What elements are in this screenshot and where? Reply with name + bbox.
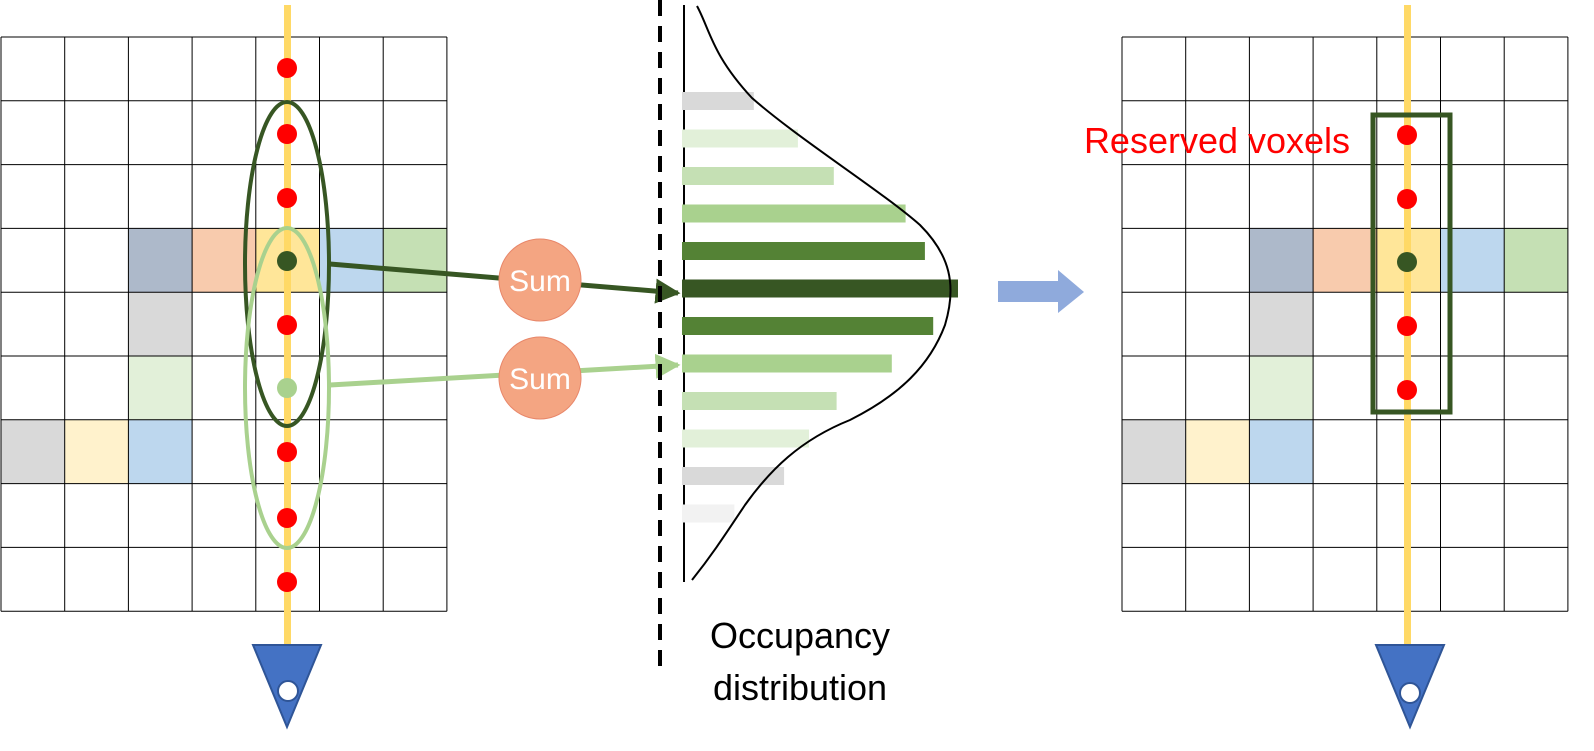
- distribution-label-line1: Occupancy: [710, 615, 890, 656]
- distribution-bar: [682, 129, 798, 148]
- reserved-point: [1397, 380, 1417, 400]
- distribution-bar: [682, 429, 809, 448]
- colored-voxel-cell: [128, 292, 193, 356]
- reserved-point: [1397, 316, 1417, 336]
- colored-voxel-cell: [1185, 419, 1250, 484]
- blue-right-arrow: [998, 270, 1084, 313]
- distribution-bar: [682, 467, 785, 485]
- reserved-voxels-box: [1370, 112, 1453, 415]
- left-grid-lines: [0, 36, 448, 612]
- sample-point: [277, 58, 297, 78]
- sample-point: [277, 572, 297, 592]
- colored-voxel-cell: [64, 419, 129, 484]
- sum-node-bottom-label: Sum: [509, 363, 571, 396]
- distribution-bar: [682, 354, 892, 373]
- distribution-label-line2: distribution: [713, 667, 887, 708]
- distribution-bar: [682, 204, 906, 223]
- distribution-bar: [682, 317, 934, 335]
- colored-voxel-cell: [1, 419, 65, 484]
- dark-green-sample-point: [277, 251, 297, 271]
- distribution-bar: [682, 392, 837, 410]
- distribution-bars: [682, 92, 958, 523]
- sample-point: [277, 315, 297, 335]
- sample-point: [277, 442, 297, 462]
- colored-voxel-cell: [1249, 292, 1314, 356]
- colored-voxel-cell: [1249, 419, 1314, 484]
- left-camera-icon: [251, 644, 323, 730]
- reserved-point: [1397, 125, 1417, 145]
- reserved-point: [1397, 189, 1417, 209]
- colored-voxel-cell: [128, 228, 193, 293]
- dark-green-ellipse: [243, 100, 331, 428]
- right-grid-lines: [1121, 36, 1569, 612]
- colored-voxel-cell: [1313, 228, 1377, 293]
- distribution-bar: [682, 504, 735, 523]
- colored-voxel-cell: [383, 228, 447, 293]
- distribution-curve: [691, 5, 952, 581]
- sample-point: [277, 124, 297, 144]
- distribution-bar: [682, 279, 958, 298]
- right-ray-samples: [1397, 125, 1417, 400]
- distribution-bar: [682, 92, 754, 110]
- reserved-dark-green-point: [1397, 252, 1417, 272]
- light-green-sample-point: [277, 378, 297, 398]
- colored-voxel-cell: [128, 356, 193, 420]
- sample-point: [277, 188, 297, 208]
- distribution-bar: [682, 242, 925, 260]
- left-voxel-grid: [0, 36, 448, 612]
- colored-voxel-cell: [128, 419, 193, 484]
- colored-voxel-cell: [1504, 228, 1568, 293]
- right-camera-icon: [1374, 644, 1446, 730]
- sum-node-top-label: Sum: [509, 265, 571, 298]
- sample-point: [277, 508, 297, 528]
- distribution-bar: [682, 167, 834, 185]
- colored-voxel-cell: [1249, 228, 1314, 293]
- sum-node-top: Sum: [498, 238, 582, 322]
- sum-node-bottom: Sum: [498, 336, 582, 420]
- colored-voxel-cell: [1122, 419, 1186, 484]
- colored-voxel-cell: [1249, 356, 1314, 420]
- reserved-voxels-label: Reserved voxels: [1084, 120, 1350, 161]
- light-green-ellipse: [243, 226, 331, 550]
- left-ray-samples: [277, 58, 297, 592]
